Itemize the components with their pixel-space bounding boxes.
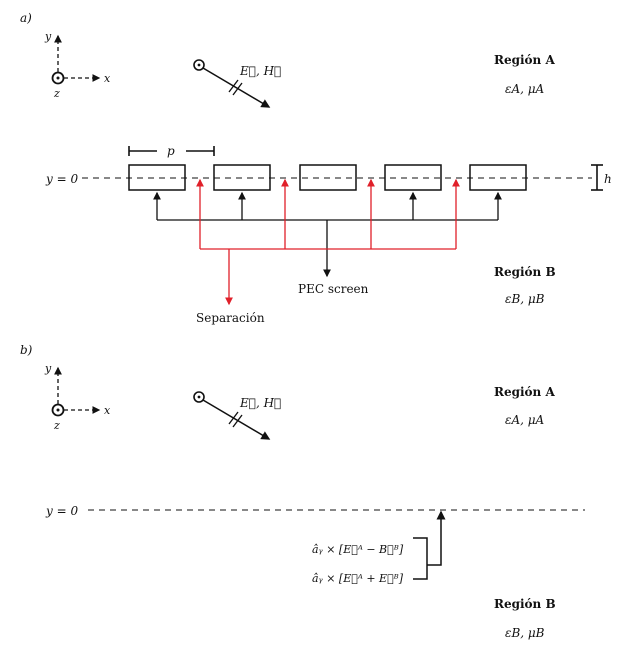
pec-strip [299, 164, 357, 191]
region-a-params: εA, μA [505, 413, 545, 427]
y0-label: y = 0 [45, 172, 78, 186]
x-axis-label: x [104, 404, 111, 417]
y0-label: y = 0 [45, 504, 78, 518]
pec-strips [128, 164, 527, 191]
region-b-params: εB, μB [505, 626, 545, 640]
field-label: E⃗, H⃗ [239, 64, 281, 78]
coordinate-axes-icon [51, 34, 101, 85]
boundary-condition-1: âᵧ × [E⃗ᴬ − B⃗ᴮ] [312, 543, 404, 556]
pec-strip [469, 164, 527, 191]
pec-strip [213, 164, 271, 191]
coordinate-axes-icon [51, 366, 101, 417]
region-b-params: εB, μB [505, 292, 545, 306]
region-b-label: Región B [494, 597, 556, 611]
region-b-label: Región B [494, 265, 556, 279]
height-bracket [591, 164, 603, 191]
x-axis-label: x [104, 72, 111, 85]
gap-label: Separación [196, 311, 265, 325]
field-label: E⃗, H⃗ [239, 396, 281, 410]
panel-b: b) y x z E⃗, H⃗ Región A εA, μA y = 0 âᵧ… [20, 343, 585, 640]
pec-screen-label: PEC screen [298, 282, 369, 296]
y-axis-label: y [44, 362, 52, 375]
panel-a-label: a) [20, 11, 32, 25]
y-axis-label: y [44, 30, 52, 43]
pec-strip [128, 164, 186, 191]
region-a-label: Región A [494, 53, 555, 67]
period-label: p [167, 144, 175, 158]
boundary-condition-2: âᵧ × [E⃗ᴬ + E⃗ᴮ] [312, 572, 404, 585]
incident-wave-icon [193, 391, 271, 440]
incident-wave-icon [193, 59, 271, 108]
region-a-params: εA, μA [505, 82, 545, 96]
panel-a: a) y x z E⃗, H⃗ Región A εA, μA p y = [20, 11, 612, 325]
pec-strip [384, 164, 442, 191]
region-a-label: Región A [494, 385, 555, 399]
z-axis-label: z [53, 419, 60, 432]
pec-pointer-tree [153, 191, 502, 278]
panel-b-label: b) [20, 343, 33, 357]
gap-pointer-tree [196, 178, 460, 306]
height-label: h [604, 172, 612, 186]
period-bracket [128, 146, 215, 156]
z-axis-label: z [53, 87, 60, 100]
boundary-condition-bracket [413, 510, 446, 580]
